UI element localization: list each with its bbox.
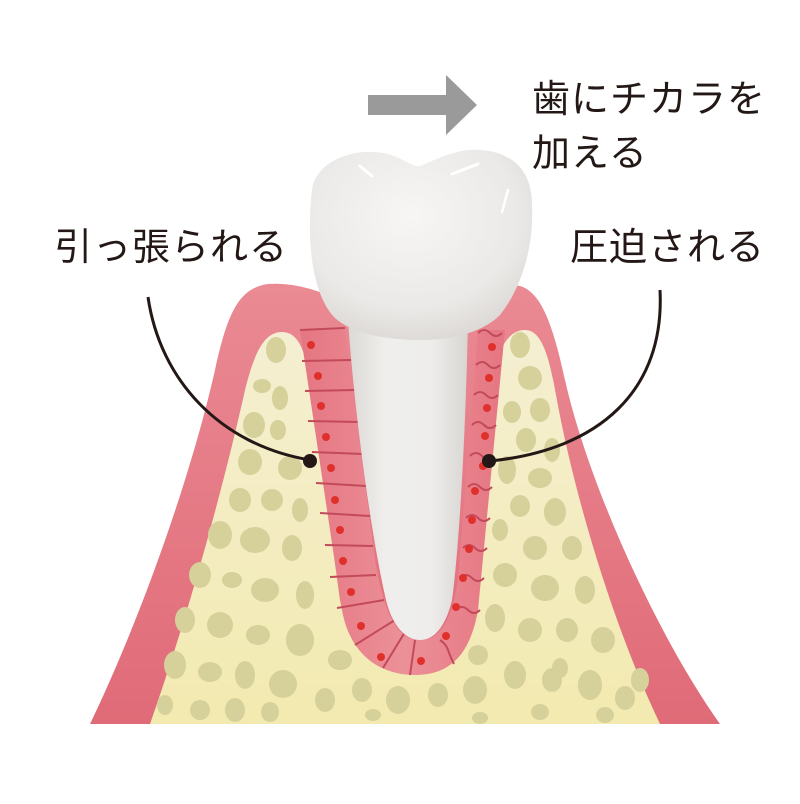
force-arrow-icon xyxy=(368,75,477,135)
tooth xyxy=(309,149,533,640)
alveolar-bone xyxy=(150,330,660,724)
tension-marker-dot xyxy=(303,454,317,468)
tooth-crown xyxy=(309,149,533,340)
compression-leader-line xyxy=(482,289,662,468)
tooth-root xyxy=(348,320,468,640)
force-label-line2: 加える xyxy=(532,131,648,175)
tension-leader-line xyxy=(146,296,317,468)
tension-fibers xyxy=(299,327,416,676)
force-label-line1: 歯にチカラを xyxy=(532,77,767,121)
compression-marker-dot xyxy=(482,454,496,468)
ligament-dots xyxy=(307,341,496,665)
tension-label: 引っ張られる xyxy=(54,225,289,269)
periodontal-ligament xyxy=(299,327,505,676)
bone-cavities xyxy=(157,332,649,724)
compression-label: 圧迫される xyxy=(570,225,766,269)
